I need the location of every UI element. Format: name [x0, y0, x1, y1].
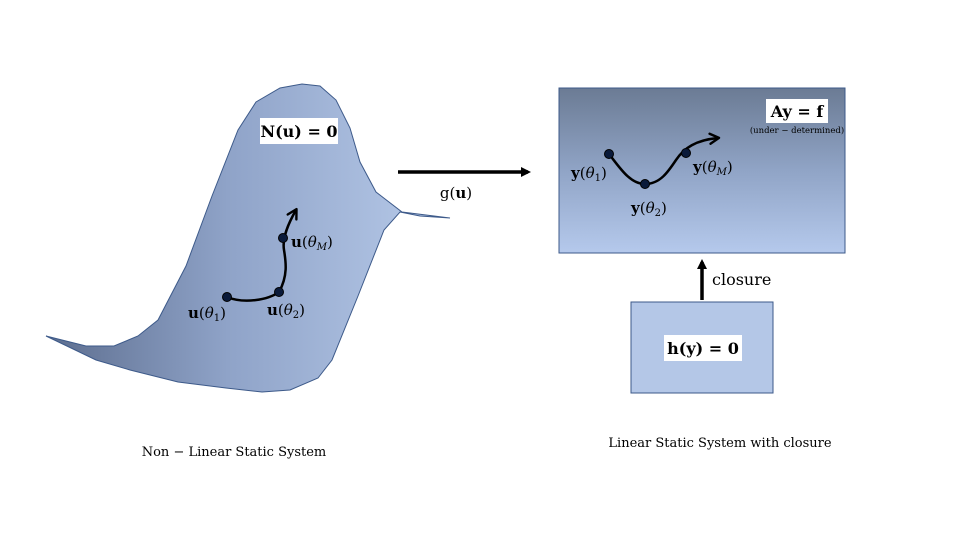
mapping-arrow-group: g(u) — [398, 167, 531, 202]
point-u1 — [222, 292, 232, 302]
closure-label: closure — [712, 270, 771, 289]
label-y1: y(θ1) — [570, 164, 607, 184]
label-yM: y(θM) — [692, 158, 733, 178]
point-yM — [681, 148, 691, 158]
linear-equation-bg — [766, 99, 828, 123]
label-u1: u(θ1) — [188, 304, 226, 324]
right-caption: Linear Static System with closure — [608, 436, 831, 451]
label-uM: u(θM) — [291, 233, 333, 253]
left-caption: Non − Linear Static System — [142, 445, 327, 460]
linear-equation: Ay = f — [770, 102, 825, 121]
linear-trajectory — [608, 132, 721, 186]
linear-equation-note: (under − determined) — [750, 125, 844, 136]
closure-equation-bg — [664, 335, 742, 361]
manifold-equation-bg — [260, 118, 338, 144]
mapping-label: g(u) — [440, 184, 472, 202]
manifold-equation: N(u) = 0 — [260, 122, 337, 141]
label-u2: u(θ2) — [267, 301, 305, 321]
point-y2 — [640, 179, 650, 189]
manifold-surface — [45, 83, 451, 393]
closure-equation: h(y) = 0 — [667, 339, 739, 358]
point-y1 — [604, 149, 614, 159]
point-u2 — [274, 287, 284, 297]
point-uM — [278, 233, 288, 243]
nonlinear-manifold: N(u) = 0 u(θ1) u(θ2) u(θM) — [45, 83, 451, 393]
linear-system-box: Ay = f (under − determined) y(θ1) y(θ2) … — [558, 87, 846, 254]
closure-group: closure h(y) = 0 — [630, 259, 774, 394]
label-y2: y(θ2) — [630, 199, 667, 219]
manifold-trajectory — [226, 207, 298, 302]
